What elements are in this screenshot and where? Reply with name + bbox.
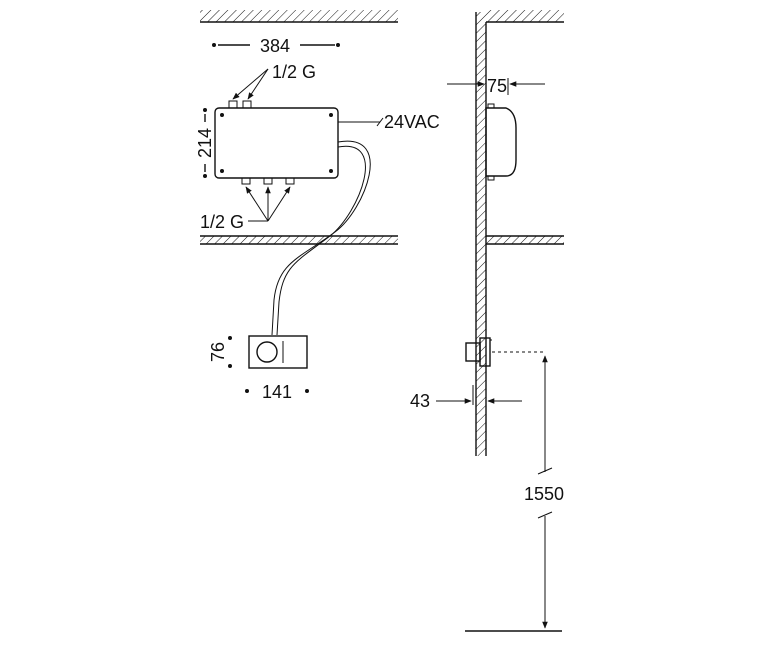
power-cable — [338, 117, 384, 127]
floor-slab-middle — [200, 235, 398, 245]
sensor-side — [465, 337, 492, 367]
control-box — [214, 100, 339, 185]
dim-box-height — [203, 108, 207, 178]
dim-mount-height-label: 1550 — [524, 484, 564, 504]
dim-sensor-depth — [436, 385, 522, 405]
sensor-front — [248, 335, 308, 369]
power-label: 24VAC — [384, 112, 440, 132]
dim-sensor-height — [228, 336, 232, 368]
sensor-cable — [271, 140, 371, 336]
control-box-side — [485, 103, 517, 181]
dim-box-width-label: 384 — [260, 36, 290, 56]
dim-sensor-width — [245, 389, 309, 393]
outlet-thread-label: 1/2 G — [200, 212, 244, 232]
dim-side-depth — [447, 78, 545, 95]
dim-side-depth-label: 75 — [487, 76, 507, 96]
dim-sensor-width-label: 141 — [262, 382, 292, 402]
dim-sensor-height-label: 76 — [208, 342, 228, 362]
wall-section — [475, 10, 564, 456]
leader-inlet-thread — [232, 68, 269, 100]
leader-outlet-thread — [245, 186, 291, 222]
dim-mount-height — [537, 355, 553, 629]
dim-box-height-label: 214 — [195, 128, 215, 158]
inlet-thread-label: 1/2 G — [272, 62, 316, 82]
ceiling-slab-top — [200, 10, 398, 23]
dim-sensor-depth-label: 43 — [410, 391, 430, 411]
dim-box-width — [212, 43, 340, 47]
